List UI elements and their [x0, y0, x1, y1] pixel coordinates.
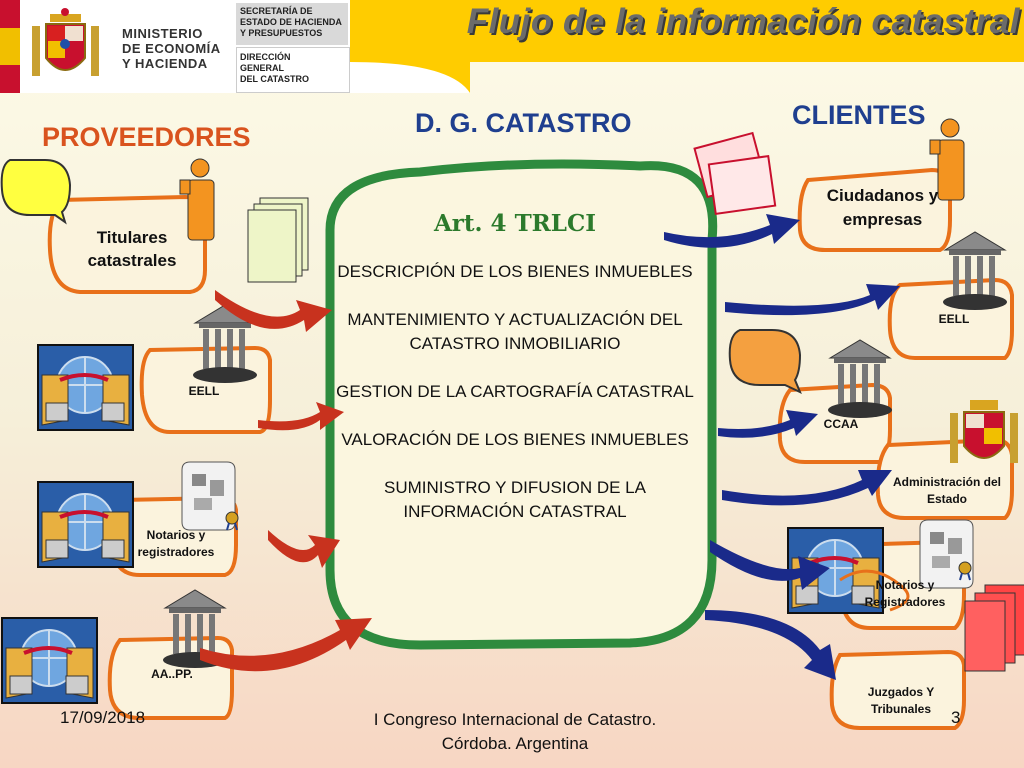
- provider-label-eell: EELL: [188, 384, 220, 398]
- dg-catastro-heading: D. G. CATASTRO: [415, 108, 632, 138]
- ministry-line-2: DE ECONOMÍA: [122, 41, 221, 56]
- documents-stack-icon: [247, 197, 309, 283]
- client-label-administracion: Administración del Estado: [892, 475, 1002, 506]
- orange-scribble-decoration: [839, 569, 910, 612]
- direccion-line-1: DIRECCIÓN: [240, 52, 291, 62]
- function-item: VALORACIÓN DE LOS BIENES INMUEBLES: [341, 430, 689, 449]
- info-person-icon-provider: [179, 158, 215, 241]
- footer-date: 17/09/2018: [60, 708, 146, 727]
- client-label-juzgados: Juzgados Y Tribunales: [867, 685, 935, 716]
- forms-stack-icon: [693, 131, 777, 216]
- secretaria-line-2: ESTADO DE HACIENDA: [240, 17, 342, 27]
- provider-label-titulares: Titulares catastrales: [87, 228, 177, 270]
- provider-label-notarios: Notarios y registradores: [137, 528, 215, 559]
- client-label-ciudadanos: Ciudadanos y empresas: [826, 186, 939, 229]
- secretaria-box: [236, 3, 348, 45]
- computer-terminal-icon-1: [36, 343, 135, 432]
- computer-terminal-icon-3: [0, 616, 99, 705]
- client-bubble-juzgados: [829, 649, 966, 730]
- spain-flag-strip: [0, 0, 20, 93]
- computer-terminal-icon-2: [36, 480, 135, 569]
- article-reference: Art. 4 TRLCI: [433, 210, 597, 237]
- ministry-name: MINISTERIO DE ECONOMÍA Y HACIENDA: [122, 26, 221, 71]
- function-item: SUMINISTRO Y DIFUSION DE LA INFORMACIÓN …: [384, 478, 646, 521]
- clientes-heading: CLIENTES: [792, 100, 926, 130]
- client-label-eell: EELL: [938, 312, 970, 326]
- direccion-text: DIRECCIÓN GENERAL DEL CATASTRO: [240, 52, 309, 85]
- proveedores-heading: PROVEEDORES: [42, 122, 251, 152]
- center-bubble: [325, 159, 718, 650]
- client-label-notarios: Notarios y Registradores: [864, 578, 946, 609]
- function-item: DESCRICPIÓN DE LOS BIENES INMUEBLES: [337, 262, 693, 281]
- building-icon-ccaa: [827, 339, 893, 419]
- slide-title: Flujo de la información catastral: [466, 2, 1020, 41]
- coat-of-arms-icon: [32, 8, 99, 76]
- direccion-line-2: GENERAL: [240, 63, 285, 73]
- header-curve-decoration: [350, 40, 470, 93]
- direccion-box: [236, 47, 350, 93]
- secretaria-line-1: SECRETARÍA DE: [240, 6, 313, 16]
- secretaria-line-3: Y PRESUPUESTOS: [240, 28, 323, 38]
- catastro-functions-list: DESCRICPIÓN DE LOS BIENES INMUEBLES MANT…: [330, 260, 700, 548]
- ministry-line-3: Y HACIENDA: [122, 56, 208, 71]
- footer-page-number: 3: [951, 708, 961, 727]
- footer-event: I Congreso Internacional de Catastro. Có…: [373, 710, 657, 753]
- info-person-icon-client: [929, 118, 965, 201]
- header: MINISTERIO DE ECONOMÍA Y HACIENDA SECRET…: [0, 0, 1024, 93]
- secretaria-text: SECRETARÍA DE ESTADO DE HACIENDA Y PRESU…: [240, 6, 342, 39]
- provider-arrows: [200, 290, 372, 672]
- provider-label-aapp: AA..PP.: [151, 667, 193, 681]
- client-label-ccaa: CCAA: [823, 417, 859, 431]
- function-item: GESTION DE LA CARTOGRAFÍA CATASTRAL: [336, 382, 694, 401]
- spain-arms-icon: [950, 400, 1018, 463]
- client-arrows: [664, 214, 900, 680]
- function-item: MANTENIMIENTO Y ACTUALIZACIÓN DEL CATAST…: [347, 310, 683, 353]
- yellow-speech-bubble: [0, 159, 72, 225]
- direccion-line-3: DEL CATASTRO: [240, 74, 309, 84]
- ministry-line-1: MINISTERIO: [122, 26, 203, 41]
- red-books-icon: [964, 584, 1024, 672]
- building-icon-eell-client: [942, 231, 1008, 311]
- orange-speech-bubble: [728, 329, 802, 394]
